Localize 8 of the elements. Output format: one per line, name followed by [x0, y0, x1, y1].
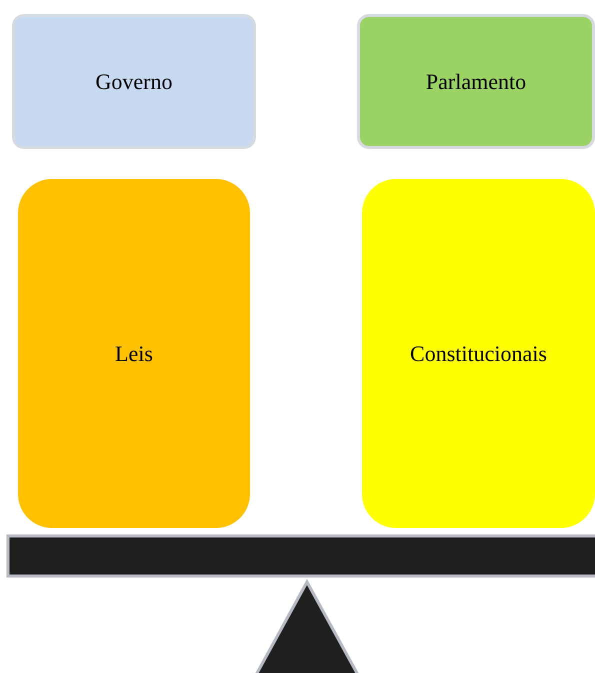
node-label: Leis: [115, 340, 153, 366]
node-label: Parlamento: [426, 68, 526, 94]
node-label: Constitucionais: [410, 340, 547, 366]
label-box: [12, 14, 256, 149]
label-box: [357, 14, 595, 149]
node-label: Governo: [96, 68, 172, 94]
weight-block: [362, 179, 595, 528]
weight-block: [18, 179, 250, 528]
